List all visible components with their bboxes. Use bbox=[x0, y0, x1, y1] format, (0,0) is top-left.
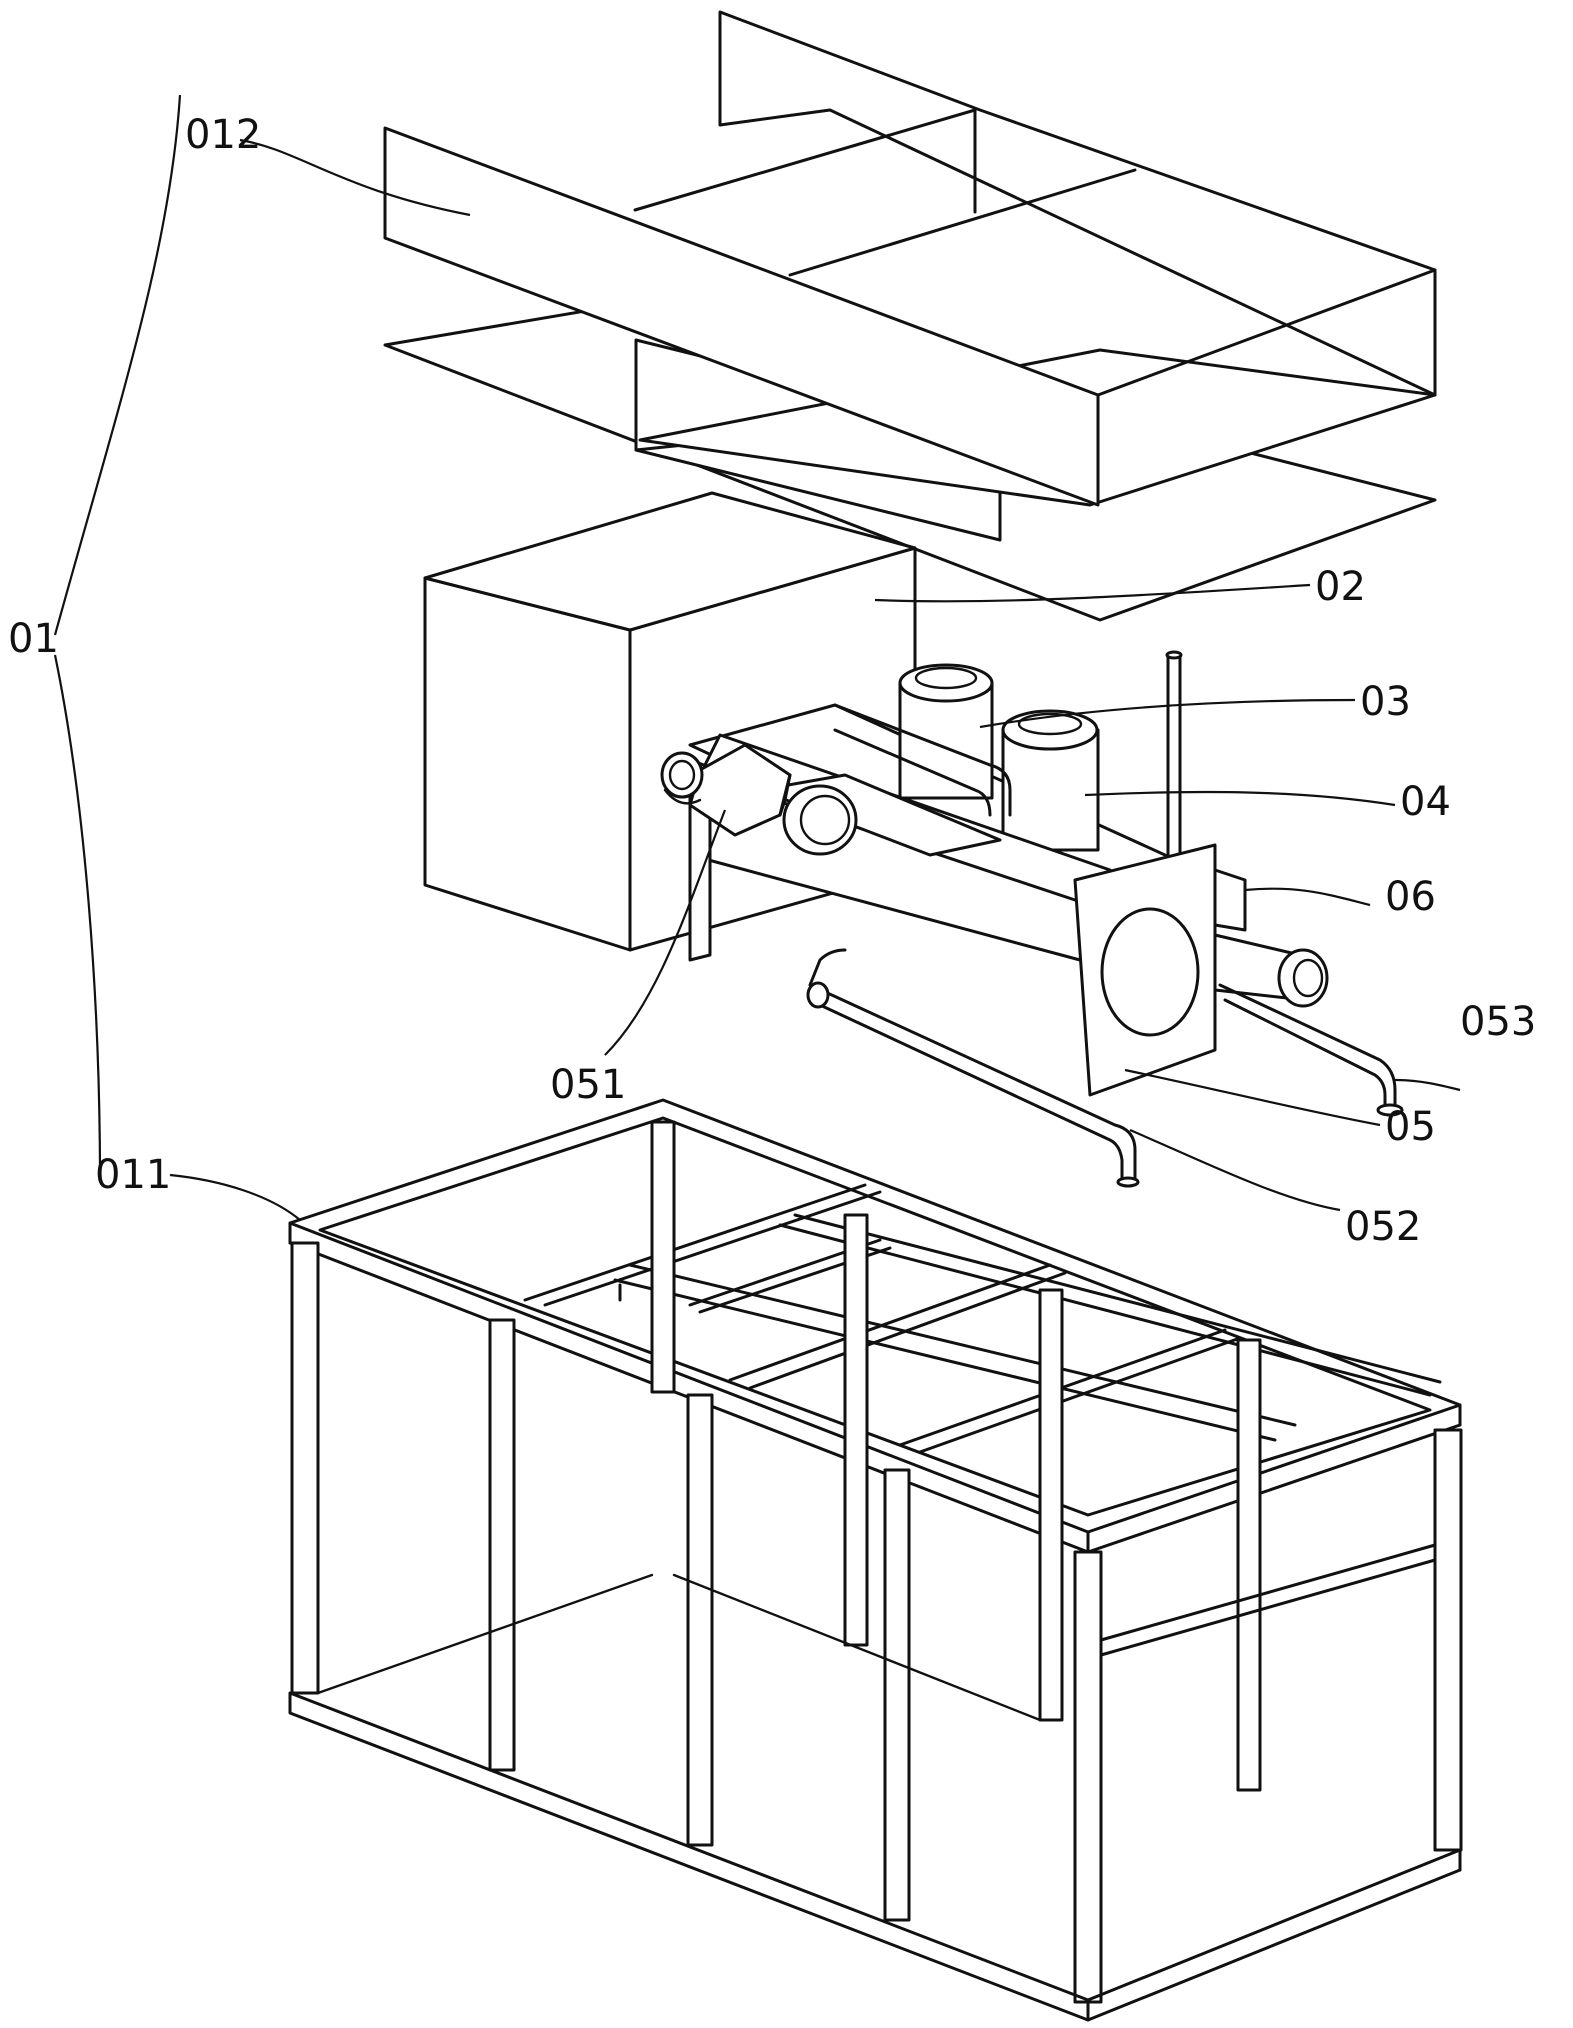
junction-box-06 bbox=[1213, 868, 1247, 932]
label-03: 03 bbox=[1360, 679, 1411, 725]
grid-beam-long-b bbox=[628, 1263, 1297, 1427]
grid-beam-1b bbox=[543, 1190, 882, 1307]
grid-beam-3b bbox=[918, 1336, 1242, 1454]
frame-top-inner bbox=[318, 1116, 1432, 1517]
leader-051 bbox=[604, 809, 727, 1056]
frame-bottom-right-a bbox=[1086, 1848, 1462, 2002]
outlet-bend bbox=[1218, 983, 1397, 1112]
leader-lines bbox=[53, 94, 1461, 1221]
lower-pipe-inlet bbox=[806, 981, 830, 1009]
compressor-03-cap bbox=[914, 666, 978, 690]
post-front-2 bbox=[488, 1318, 516, 1772]
post-back-right bbox=[1433, 1428, 1463, 1852]
label-06: 06 bbox=[1385, 874, 1436, 920]
valve-block-side bbox=[778, 773, 792, 817]
cover-cross-wall-1 bbox=[633, 108, 977, 212]
frame-bottom-back-left bbox=[316, 1573, 654, 1695]
right-side-brace bbox=[1099, 1543, 1437, 1657]
cover-cross-wall-2 bbox=[788, 168, 1137, 277]
box-front-face bbox=[423, 576, 632, 952]
part-labels: 012 01 02 03 04 06 053 051 05 052 011 bbox=[8, 112, 1536, 1250]
post-back-left bbox=[650, 1120, 676, 1394]
lower-pipe-lower-edge bbox=[818, 1003, 1124, 1182]
cover-front-panel bbox=[383, 126, 1100, 507]
outlet-pipe-opening bbox=[1292, 958, 1324, 998]
vertical-rod-cap bbox=[1165, 650, 1183, 660]
leader-01-upper bbox=[53, 94, 182, 636]
refrigerant-pipe-upper bbox=[833, 703, 1012, 817]
valve-flange-inner bbox=[668, 759, 696, 791]
lower-pipe-052 bbox=[806, 948, 1140, 1188]
lower-pipe-upper-edge bbox=[808, 948, 1137, 1182]
label-052: 052 bbox=[1345, 1204, 1421, 1250]
upper-tube-end bbox=[782, 784, 858, 856]
leader-03 bbox=[979, 698, 1356, 729]
valve-block-051 bbox=[660, 743, 792, 837]
post-back-3 bbox=[1038, 1288, 1064, 1722]
grid-beam-long-d bbox=[793, 1213, 1442, 1384]
post-front-right bbox=[1073, 1550, 1103, 2004]
compressor-04 bbox=[1001, 709, 1100, 852]
leader-02 bbox=[874, 583, 1311, 603]
leader-01-lower bbox=[53, 654, 102, 1181]
post-back-4 bbox=[1236, 1338, 1262, 1792]
label-011: 011 bbox=[95, 1152, 171, 1198]
label-053: 053 bbox=[1460, 999, 1536, 1045]
post-back-2 bbox=[843, 1213, 869, 1647]
grid-beam-long-c bbox=[778, 1223, 1432, 1397]
label-04: 04 bbox=[1400, 779, 1451, 825]
frame-top-outer bbox=[288, 1098, 1462, 1534]
leader-012 bbox=[239, 138, 471, 217]
grid-beam-long-a bbox=[613, 1278, 1277, 1442]
outlet-pipe-053 bbox=[1213, 933, 1404, 1117]
valve-flange bbox=[660, 751, 704, 799]
frame-bottom-back bbox=[672, 1573, 1042, 1722]
leader-052 bbox=[1129, 1128, 1341, 1212]
label-051: 051 bbox=[550, 1062, 626, 1108]
upper-tube-opening bbox=[799, 794, 851, 846]
label-02: 02 bbox=[1315, 564, 1366, 610]
refrigerant-pipe-lower bbox=[833, 728, 992, 817]
grid-beam-2a bbox=[728, 1263, 1052, 1382]
leader-05 bbox=[1124, 1068, 1381, 1127]
label-012: 012 bbox=[185, 112, 261, 158]
leader-06 bbox=[1244, 887, 1371, 907]
label-05: 05 bbox=[1385, 1104, 1436, 1150]
end-plate-port bbox=[1100, 907, 1200, 1037]
lower-pipe-outlet bbox=[1116, 1176, 1140, 1188]
base-frame-011 bbox=[288, 1098, 1463, 2022]
grid-beam-1a bbox=[523, 1183, 867, 1302]
compressor-04-cap bbox=[1017, 712, 1083, 736]
post-front-4 bbox=[883, 1468, 911, 1922]
outlet-pipe-end bbox=[1277, 948, 1329, 1008]
compressor-03-top bbox=[898, 663, 994, 703]
valve-handle bbox=[663, 788, 702, 805]
leader-04 bbox=[1084, 790, 1396, 807]
post-front-left bbox=[290, 1241, 320, 1695]
frame-right-beam-bottom bbox=[1086, 1423, 1462, 1554]
frame-bottom-right-b bbox=[1086, 1868, 1462, 2022]
post-front-3 bbox=[686, 1393, 714, 1847]
leader-011 bbox=[169, 1173, 301, 1221]
outlet-bend-end bbox=[1376, 1103, 1404, 1117]
cover-top-edge bbox=[1096, 268, 1437, 397]
label-01: 01 bbox=[8, 616, 59, 662]
leader-053 bbox=[1394, 1078, 1461, 1092]
top-cover-assembly bbox=[383, 10, 1437, 622]
